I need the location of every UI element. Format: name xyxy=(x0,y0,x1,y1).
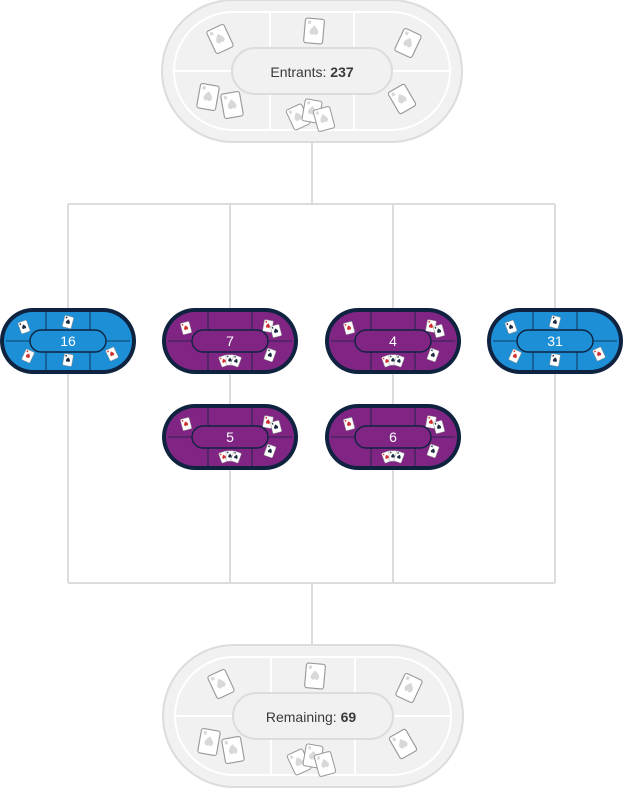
table-purple-4: 4 xyxy=(325,308,461,374)
entrants-table: Entrants: 237 xyxy=(162,0,462,142)
table-count: 16 xyxy=(60,333,76,349)
playing-card-icon xyxy=(221,736,244,764)
table-purple-7: 7 xyxy=(162,308,298,374)
table-purple-5: 5 xyxy=(162,404,298,470)
table-count: 5 xyxy=(226,429,234,445)
playing-card-icon xyxy=(197,728,220,756)
remaining-table: Remaining: 69 xyxy=(163,645,463,787)
playing-card-icon xyxy=(220,91,243,119)
remaining-label: Remaining: 69 xyxy=(266,709,356,725)
table-blue-16: 16 xyxy=(0,308,136,374)
table-count: 7 xyxy=(226,333,234,349)
connector-lines xyxy=(68,140,555,648)
playing-card-icon xyxy=(303,18,324,44)
table-count: 4 xyxy=(389,333,397,349)
table-count: 31 xyxy=(547,333,563,349)
entrants-label: Entrants: 237 xyxy=(270,64,353,80)
table-blue-31: 31 xyxy=(487,308,623,374)
playing-card-icon xyxy=(63,353,74,366)
playing-card-icon xyxy=(304,663,325,689)
playing-card-icon xyxy=(196,83,219,111)
table-count: 6 xyxy=(389,429,397,445)
table-purple-6: 6 xyxy=(325,404,461,470)
playing-card-icon xyxy=(550,353,561,366)
